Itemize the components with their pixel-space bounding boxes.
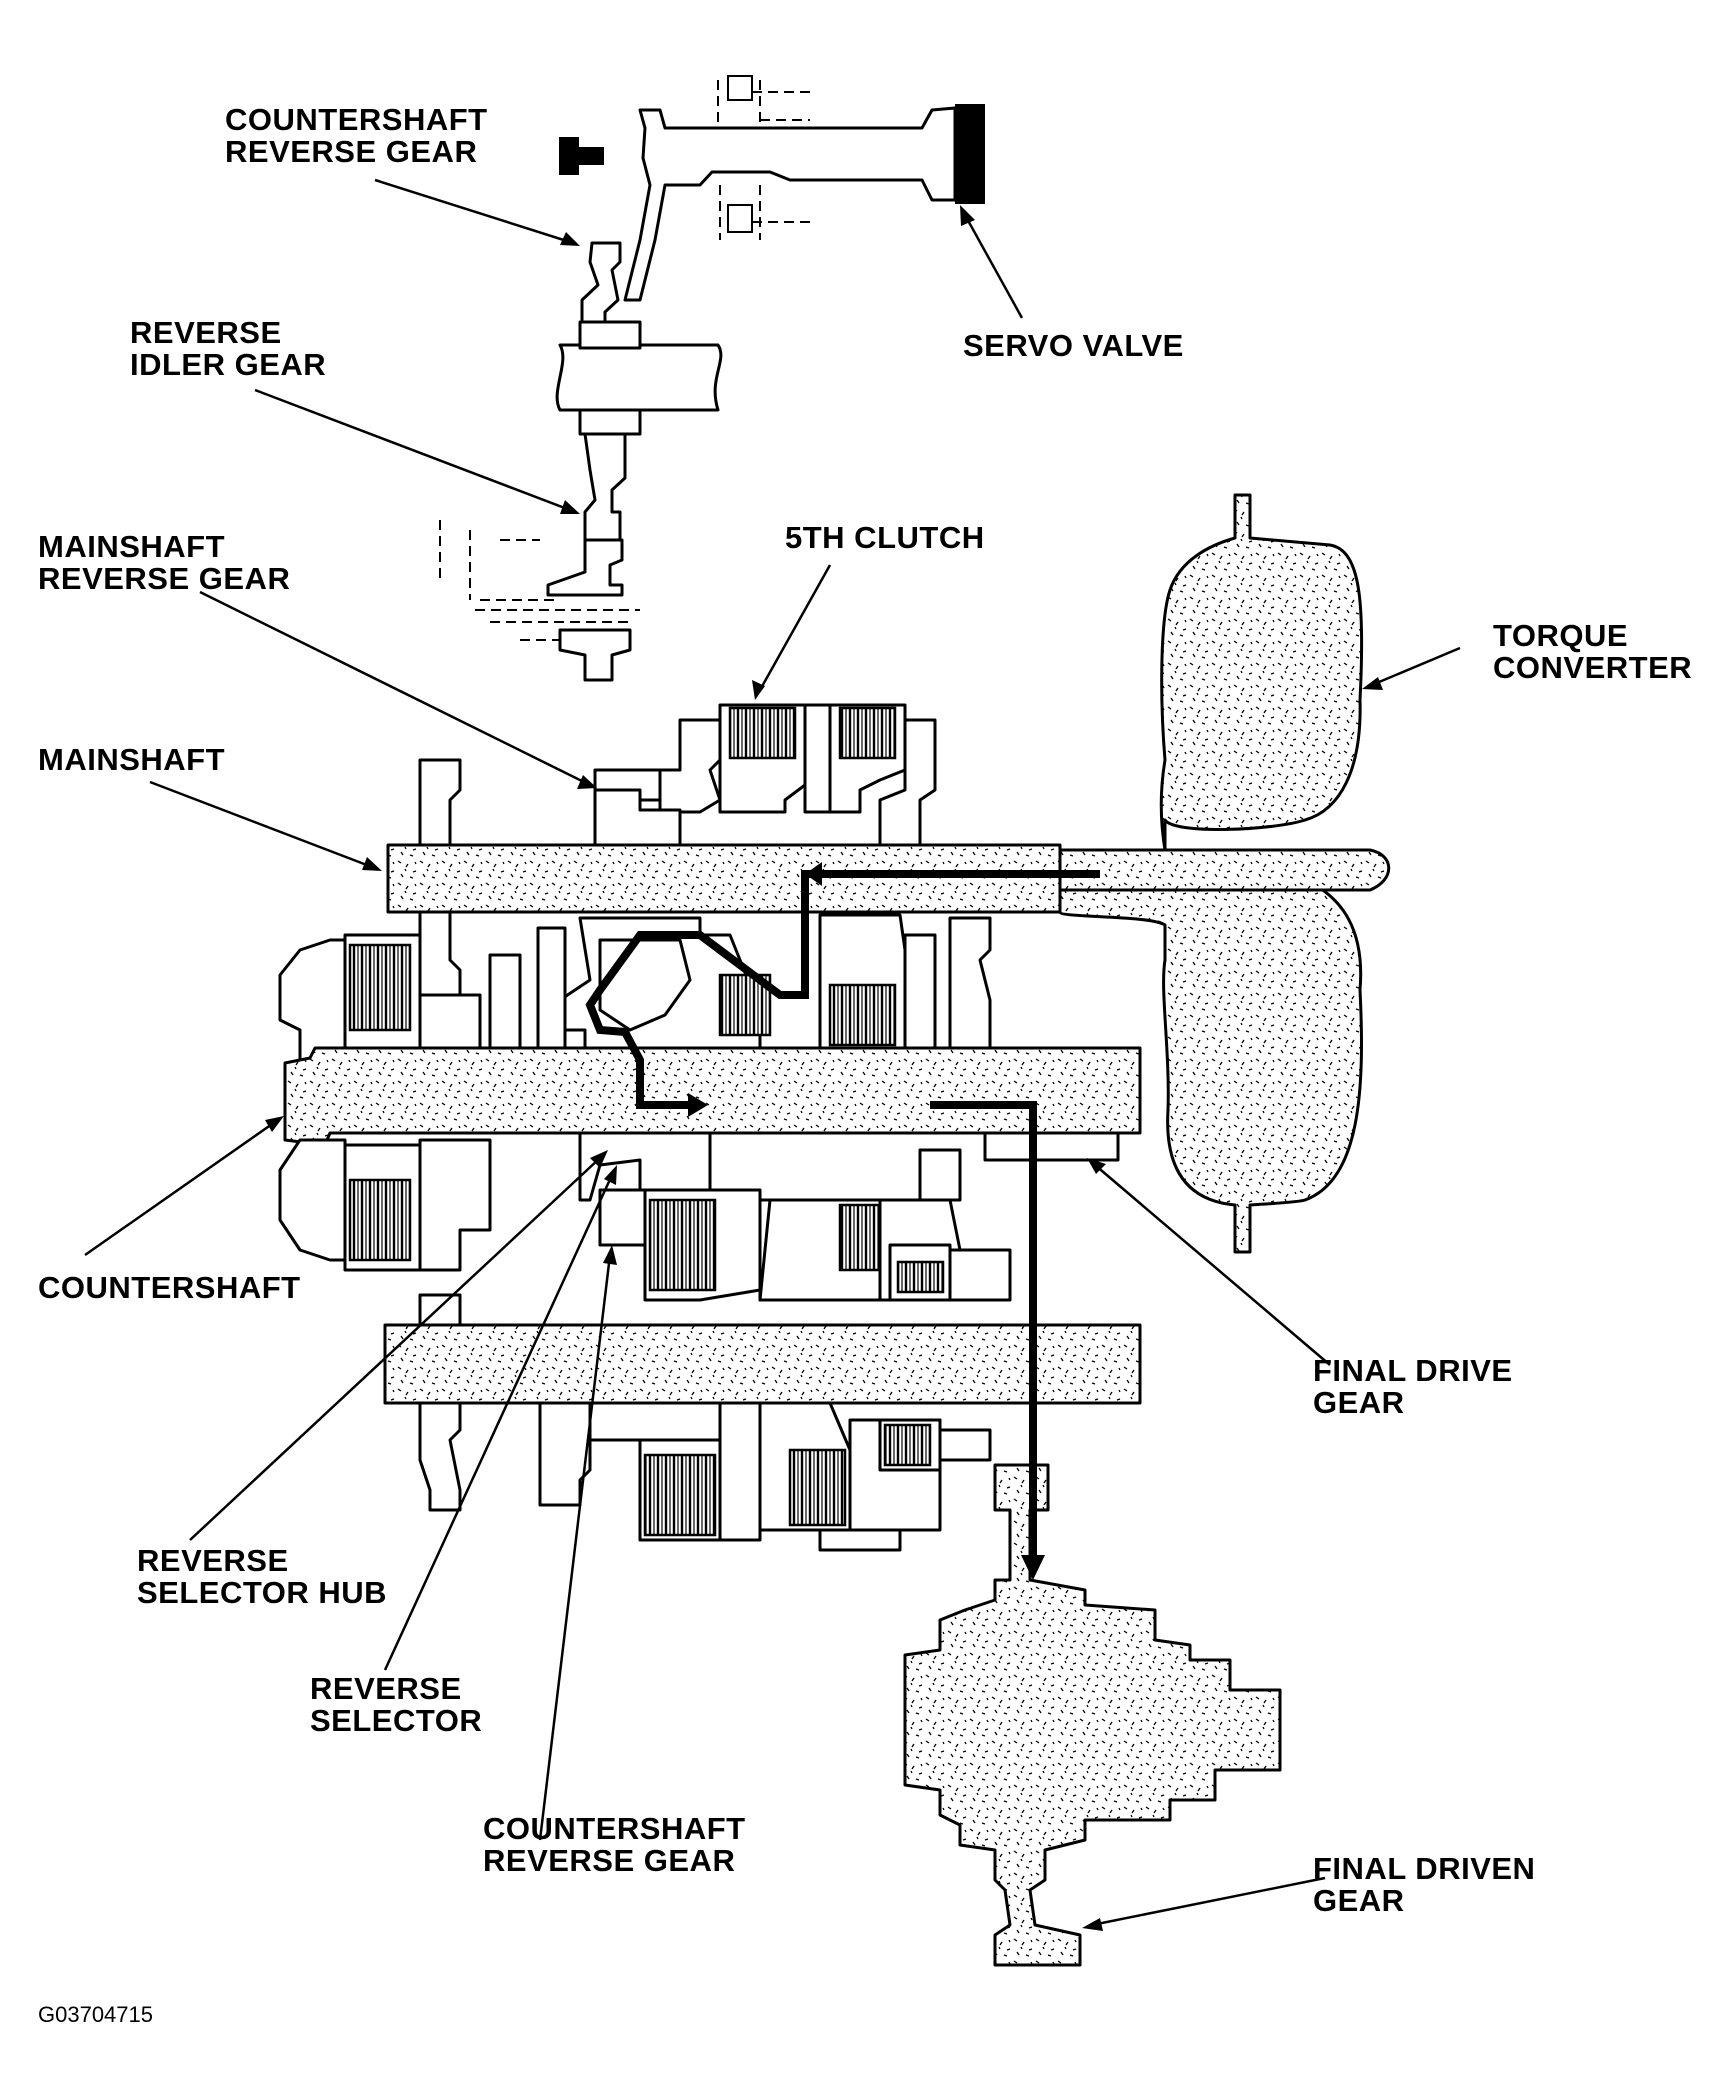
power-flow-path [559, 137, 1100, 1580]
middle-clutch-pack [536, 913, 992, 1052]
fifth-clutch [658, 703, 937, 847]
servo-valve-assembly [623, 75, 985, 302]
final-drive-gear-label: FINAL DRIVE GEAR [1313, 1353, 1513, 1420]
mainshaft-label: MAINSHAFT [38, 742, 226, 777]
mainshaft-reverse-gear-label: MAINSHAFT REVERSE GEAR [38, 529, 291, 596]
fifth-clutch-label: 5TH CLUTCH [785, 520, 985, 555]
countershaft-reverse-gear-top [580, 241, 622, 324]
direction-arrow-icon [559, 137, 604, 175]
countershaft-reverse-gear-top-label: COUNTERSHAFT REVERSE GEAR [225, 102, 488, 169]
countershaft-label: COUNTERSHAFT [38, 1270, 301, 1305]
leader-lines [84, 178, 1461, 1931]
reverse-selector-hub-label: REVERSE SELECTOR HUB [137, 1543, 388, 1610]
countershaft-reverse-gear-bottom-label: COUNTERSHAFT REVERSE GEAR [483, 1811, 746, 1878]
servo-valve-label: SERVO VALVE [963, 328, 1184, 363]
servo-valve-piston [955, 104, 985, 204]
mainshaft-reverse-gear [593, 788, 682, 847]
secondary-shaft [383, 1293, 1142, 1552]
figure-id: G03704715 [38, 2002, 153, 2027]
torque-converter-label: TORQUE CONVERTER [1493, 618, 1693, 685]
lower-middle-clutch [758, 1148, 1012, 1302]
reverse-idler-shaft [555, 320, 723, 436]
reverse-idler-gear-label: REVERSE IDLER GEAR [130, 315, 327, 382]
left-clutch-pack-lower [278, 1138, 492, 1272]
final-driven-gear-label: FINAL DRIVEN GEAR [1313, 1851, 1536, 1918]
mainshaft [386, 758, 1062, 1002]
left-clutch-pack-upper [278, 933, 522, 1062]
reverse-selector-label: REVERSE SELECTOR [310, 1671, 483, 1738]
final-driven-gear [903, 1463, 1282, 1967]
reverse-idler-gear [439, 432, 640, 682]
torque-converter [1053, 493, 1391, 1254]
